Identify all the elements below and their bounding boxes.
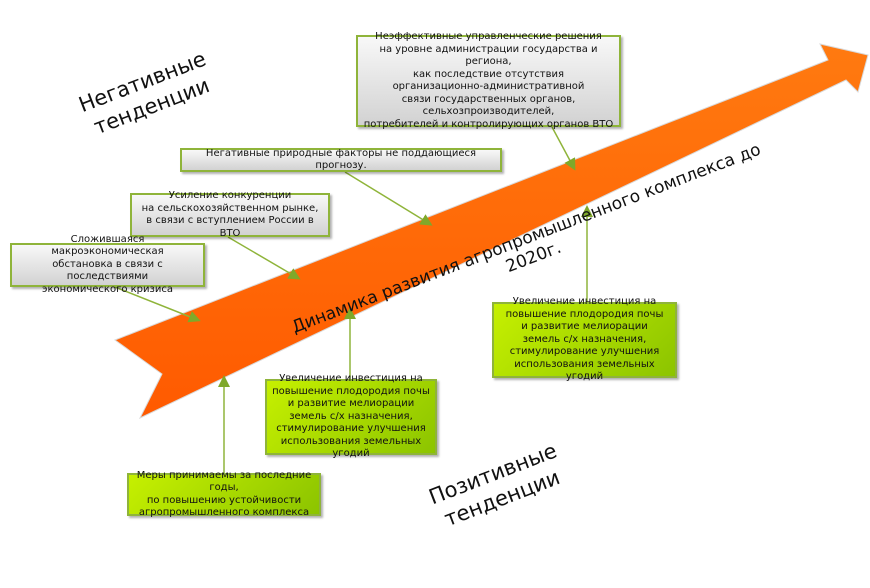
negative-factor-crisis: Сложившаяся макроэкономическая обстановк…: [10, 234, 205, 295]
connector-line: [344, 171, 433, 226]
negative-factor-competition: Усиление конкуренции на сельскохозяйстве…: [130, 190, 330, 239]
connector-line: [551, 126, 576, 171]
positive-factor-measures: Меры принимаемы за последние годы, по по…: [127, 470, 321, 518]
main-arrow: [113, 43, 869, 420]
connector-line: [114, 286, 201, 323]
negative-factor-management: Неэффективные управленческие решения на …: [356, 31, 621, 130]
connector-line: [227, 236, 301, 280]
positive-factor-investment-middle: Увеличение инвестиция на повышение плодо…: [265, 373, 437, 459]
negative-factor-nature: Негативные природные факторы не поддающи…: [180, 148, 502, 172]
positive-factor-investment-right: Увеличение инвестиция на повышение плодо…: [492, 296, 677, 382]
